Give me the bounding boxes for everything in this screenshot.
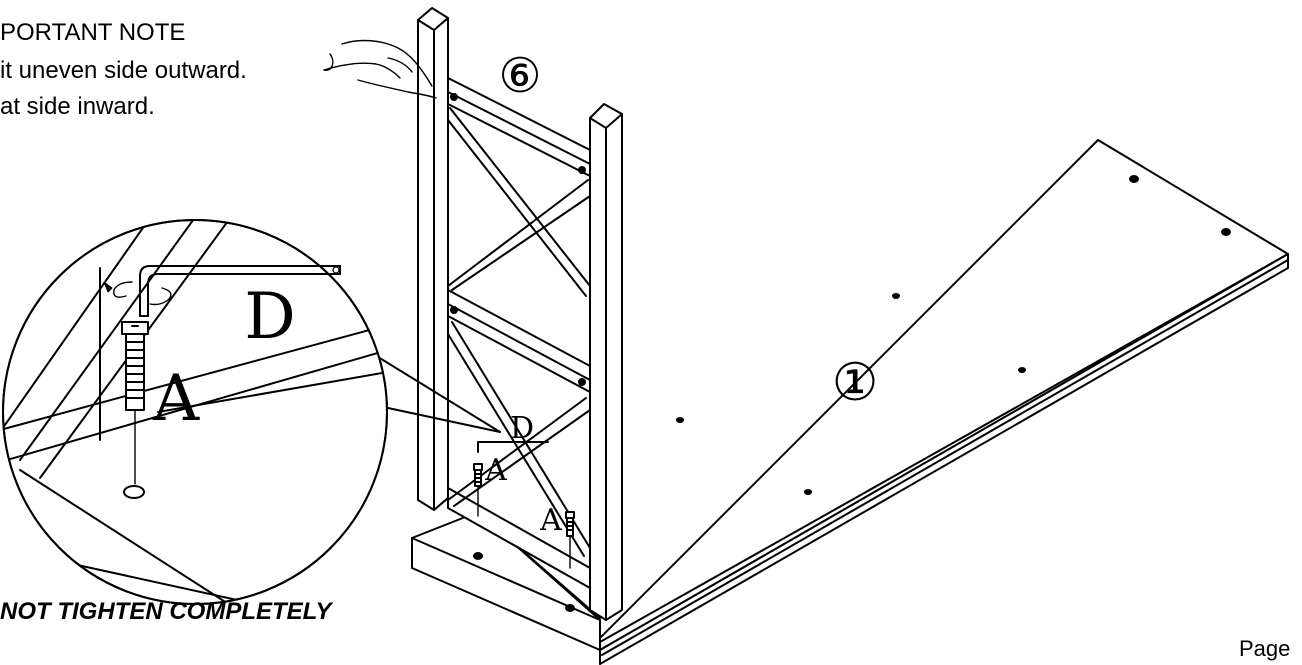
panel-part-label: ① bbox=[832, 353, 879, 413]
small-bolt-2 bbox=[565, 511, 575, 569]
tighten-warning: NOT TIGHTEN COMPLETELY bbox=[0, 598, 332, 625]
small-hex-key bbox=[477, 441, 549, 453]
zoom-key-label: D bbox=[244, 280, 295, 354]
pointing-hand-icon bbox=[323, 39, 437, 99]
zoom-connector bbox=[369, 351, 501, 433]
page-label: Page bbox=[1239, 636, 1291, 661]
side-frame bbox=[417, 7, 623, 621]
zoom-detail bbox=[2, 219, 388, 605]
bottom-panel bbox=[597, 139, 1289, 665]
zoom-bolt-label: A bbox=[152, 362, 200, 436]
frame-part-label: ⑥ bbox=[498, 48, 541, 104]
note-line-2: at side inward. bbox=[0, 93, 155, 120]
small-bolt-1 bbox=[473, 463, 483, 517]
small-bolt-2-label: A bbox=[539, 503, 562, 538]
note-heading: PORTANT NOTE bbox=[0, 19, 186, 46]
note-line-1: it uneven side outward. bbox=[0, 57, 247, 84]
small-bolt-1-label: A bbox=[484, 453, 507, 488]
small-key-label: D bbox=[510, 411, 534, 446]
